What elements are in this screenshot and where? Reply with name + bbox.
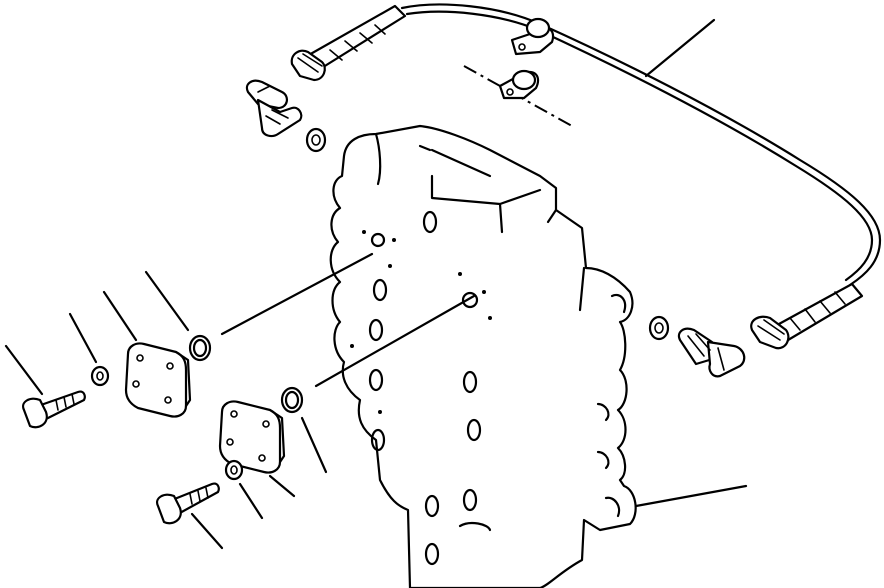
leader-line-oring-lower [300,416,328,474]
bolt-lower [156,482,220,525]
cover-plate-upper [124,342,192,418]
leader-line-bolt-lower [190,512,224,550]
assembly-line-upper [220,252,374,336]
seal-washer-right [648,315,670,341]
seal-washer-left [305,127,327,153]
leader-line-valve [634,484,748,508]
leader-line-tube [644,18,716,78]
tube-clamp-lower [463,65,573,127]
leader-line-plate-upper [102,290,138,342]
hydraulic-tube [298,3,882,287]
tube-nut-right [750,315,790,350]
leader-line-washer-lower [238,482,264,520]
leader-line-plate-lower [268,474,296,498]
leader-line-washer-upper [68,312,98,364]
bolt-upper [22,390,86,429]
o-ring-lower [280,386,304,414]
leader-line-oring-upper [144,270,190,332]
tube-clamp-upper [510,17,555,56]
control-valve-body [329,124,637,588]
o-ring-upper [188,334,212,362]
elbow-fitting-left [245,79,303,138]
washer-lower [224,459,244,481]
leader-line-bolt-upper [4,344,44,396]
assembly-line-lower [314,294,476,388]
leader-lines [4,18,748,550]
elbow-fitting-right [677,327,746,378]
cover-plate-lower [218,400,286,474]
washer-upper [90,365,110,387]
tube-nut-left [290,49,326,82]
